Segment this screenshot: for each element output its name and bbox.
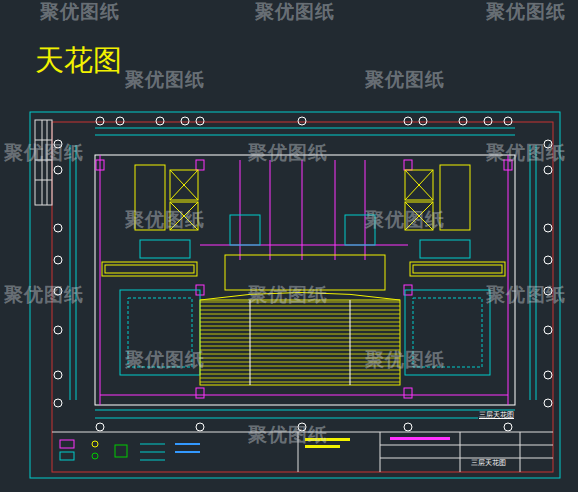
watermark: 聚优图纸 (486, 143, 566, 162)
watermark: 聚优图纸 (125, 350, 205, 369)
watermark: 聚优图纸 (365, 350, 445, 369)
watermark: 聚优图纸 (248, 143, 328, 162)
watermark: 聚优图纸 (486, 285, 566, 304)
watermark: 聚优图纸 (125, 210, 205, 229)
watermark: 聚优图纸 (365, 210, 445, 229)
sheet-name: 三层天花图 (478, 412, 515, 419)
sheet-name: 三层天花图 (470, 460, 507, 467)
watermark: 聚优图纸 (4, 285, 84, 304)
drawing-title: 天花图 (35, 46, 122, 75)
watermark: 聚优图纸 (255, 2, 335, 21)
watermark: 聚优图纸 (248, 285, 328, 304)
watermark: 聚优图纸 (40, 2, 120, 21)
watermark: 聚优图纸 (248, 425, 328, 444)
watermark: 聚优图纸 (125, 70, 205, 89)
watermark: 聚优图纸 (4, 143, 84, 162)
watermark: 聚优图纸 (365, 70, 445, 89)
watermark: 聚优图纸 (486, 2, 566, 21)
